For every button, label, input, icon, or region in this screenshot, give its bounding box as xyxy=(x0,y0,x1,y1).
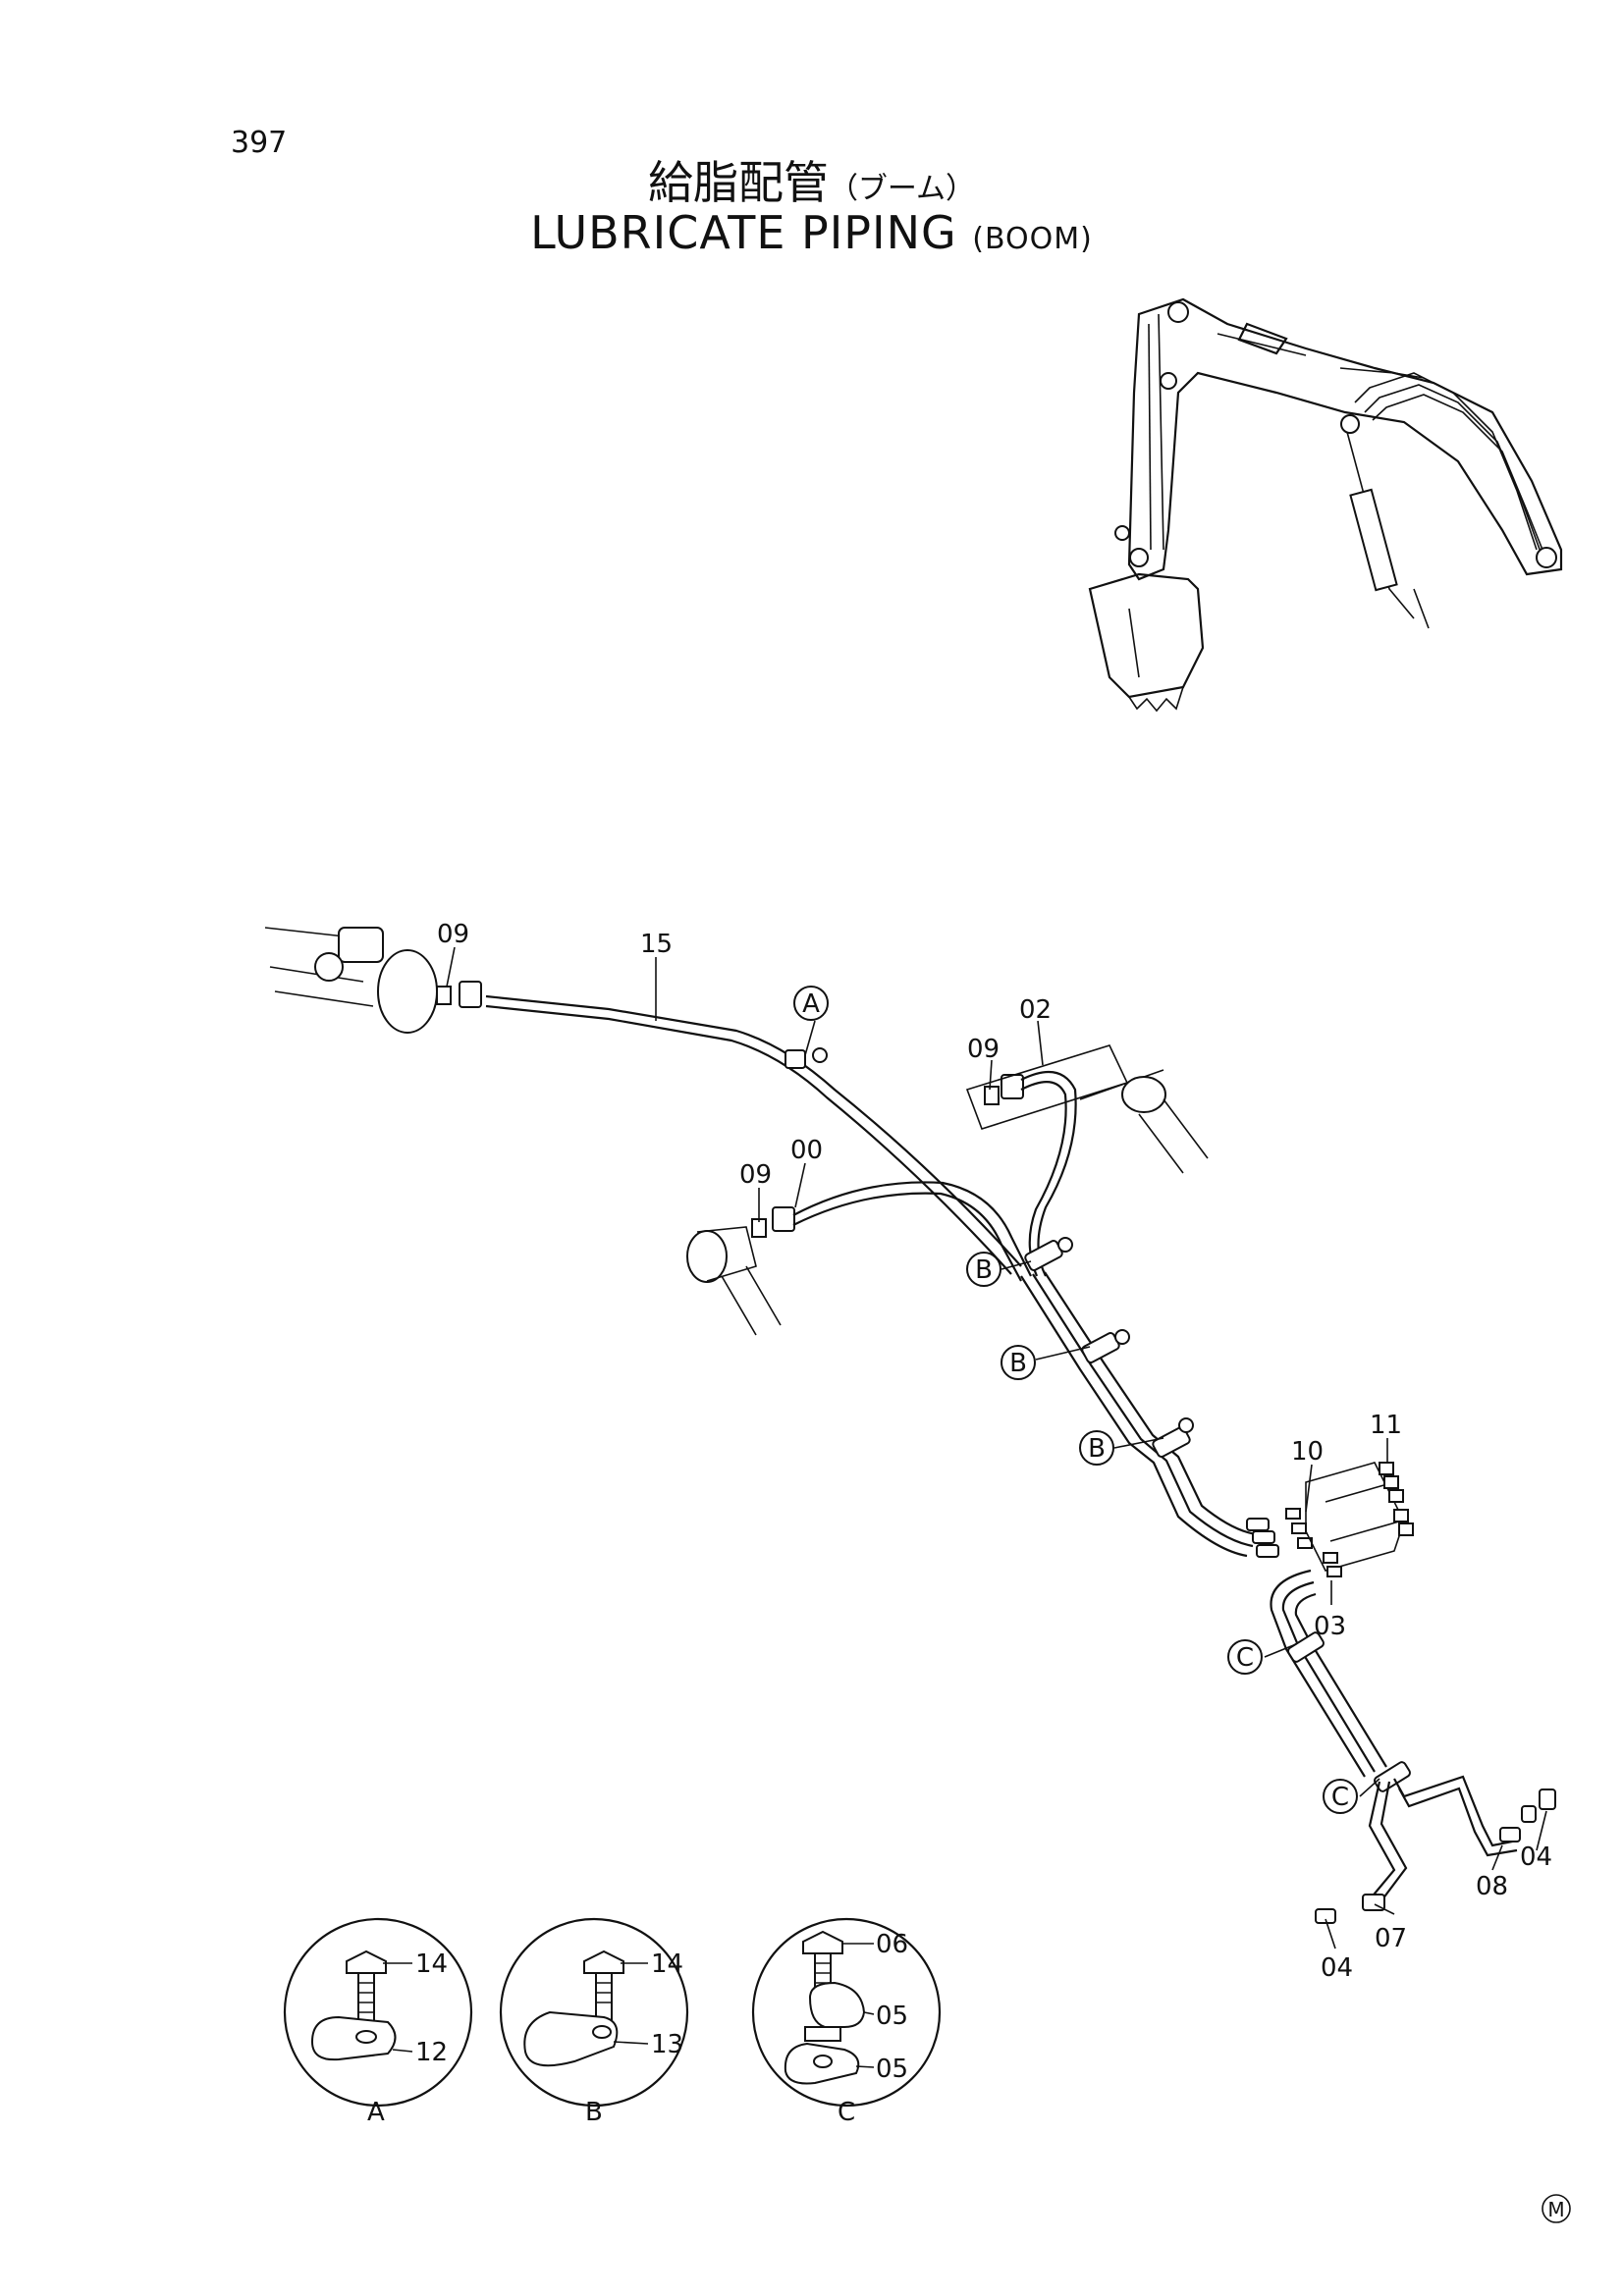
detail-a-bolt-no: 14 xyxy=(415,1949,448,1979)
detail-b-label: B xyxy=(585,2098,603,2127)
circled-m-mark: M xyxy=(1542,2194,1571,2223)
callout-10: 10 xyxy=(1291,1437,1324,1467)
callout-08: 08 xyxy=(1476,1872,1508,1901)
callout-02: 02 xyxy=(1019,995,1052,1025)
marker-c-1-label: C xyxy=(1236,1643,1254,1673)
title-en-main: LUBRICATE PIPING xyxy=(530,206,957,259)
detail-a-label: A xyxy=(367,2098,385,2127)
detail-b: 14 13 B xyxy=(499,1917,689,2127)
callout-09-top: 09 xyxy=(437,920,469,949)
callout-04-right: 04 xyxy=(1520,1842,1552,1872)
callout-15: 15 xyxy=(640,930,673,959)
marker-b-2: B xyxy=(1001,1345,1036,1380)
marker-b-1: B xyxy=(966,1252,1001,1287)
excavator-thumbnail xyxy=(1088,297,1563,713)
callout-04-left: 04 xyxy=(1321,1953,1353,1983)
marker-c-2-label: C xyxy=(1331,1783,1349,1812)
marker-c-1: C xyxy=(1227,1639,1263,1675)
callout-03: 03 xyxy=(1314,1612,1346,1641)
detail-c-bolt-no: 06 xyxy=(876,1930,908,1959)
callout-11: 11 xyxy=(1370,1411,1402,1440)
detail-c-clamp-bottom-no: 05 xyxy=(876,2055,908,2084)
marker-b-3-label: B xyxy=(1088,1434,1106,1464)
detail-a: 14 12 A xyxy=(283,1917,473,2127)
m-mark-label: M xyxy=(1547,2198,1564,2221)
detail-c-clamp-top-no: 05 xyxy=(876,2002,908,2031)
title-en-sub: (BOOM) xyxy=(972,222,1093,256)
title-english: LUBRICATE PIPING (BOOM) xyxy=(0,206,1623,259)
detail-c: 06 05 05 C xyxy=(751,1917,942,2127)
title-jp-main: 給脂配管 xyxy=(647,156,829,209)
callout-09-left: 09 xyxy=(739,1160,772,1190)
piping-main xyxy=(264,927,1556,1924)
marker-b-3: B xyxy=(1079,1430,1114,1466)
detail-b-bolt-no: 14 xyxy=(651,1949,683,1979)
marker-a: A xyxy=(793,986,829,1021)
title-jp-sub: （ブーム） xyxy=(828,172,976,206)
title-japanese: 給脂配管（ブーム） xyxy=(0,147,1623,212)
callout-09-mid: 09 xyxy=(967,1035,1000,1064)
page-number: 397 xyxy=(231,126,288,160)
detail-b-clamp-no: 13 xyxy=(651,2030,683,2059)
callout-07: 07 xyxy=(1375,1924,1407,1953)
leader-lines xyxy=(446,946,1547,1949)
callout-00: 00 xyxy=(790,1136,823,1165)
marker-a-label: A xyxy=(802,989,820,1019)
detail-a-clamp-no: 12 xyxy=(415,2038,448,2067)
marker-b-1-label: B xyxy=(975,1255,993,1285)
detail-c-label: C xyxy=(838,2098,855,2127)
marker-c-2: C xyxy=(1323,1779,1358,1814)
marker-b-2-label: B xyxy=(1009,1349,1027,1378)
